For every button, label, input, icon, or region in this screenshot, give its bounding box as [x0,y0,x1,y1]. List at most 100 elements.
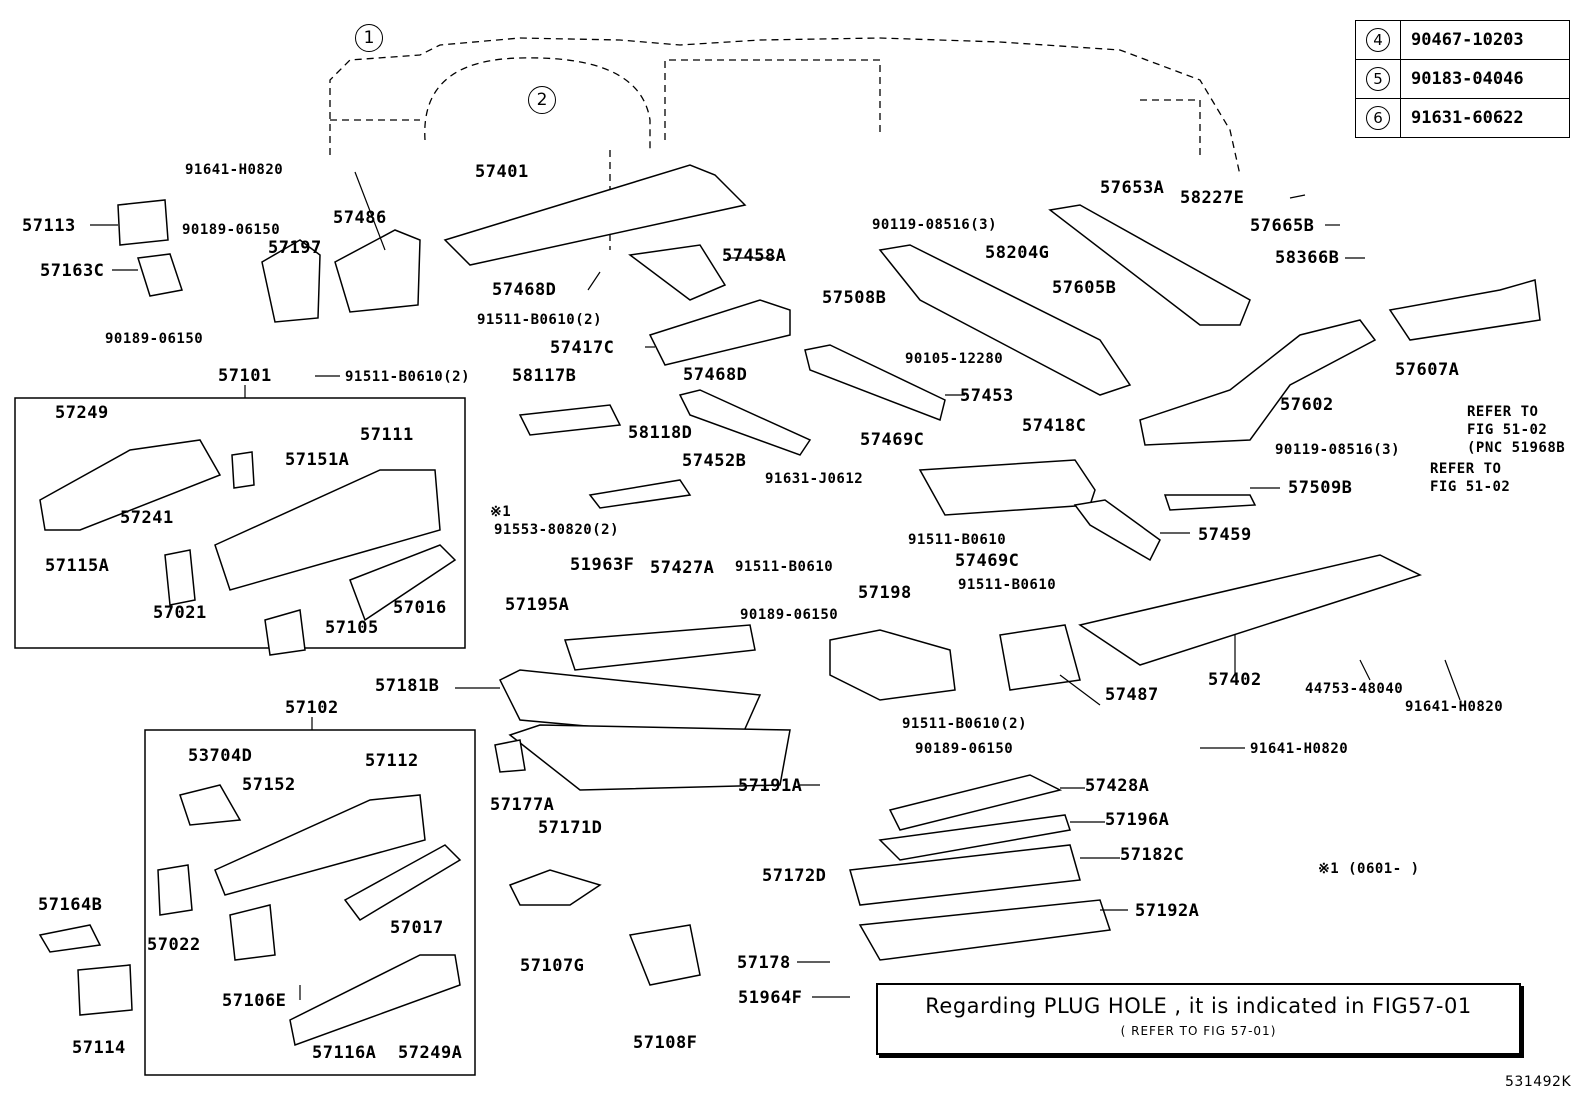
part-label[interactable]: 91511-B0610(2) [902,716,1028,732]
part-label[interactable]: 51963F [570,555,635,575]
part-label[interactable]: 57191A [738,776,803,796]
part-label[interactable]: 57509B [1288,478,1353,498]
part-label[interactable]: 57197 [268,238,322,258]
part-label[interactable]: 57192A [1135,901,1200,921]
part-label[interactable]: 57108F [633,1033,698,1053]
part-label[interactable]: 57107G [520,956,585,976]
part-label[interactable]: 57171D [538,818,603,838]
part-label[interactable]: 90105-12280 [905,351,1004,367]
part-label[interactable]: 57458A [722,246,787,266]
group-label-57102: 57102 [285,698,339,718]
part-label[interactable]: 57196A [1105,810,1170,830]
part-label[interactable]: 57418C [1022,416,1087,436]
part-label[interactable]: 58227E [1180,188,1245,208]
marker-note: ※1 (0601- ) [1318,861,1420,877]
part-label[interactable]: 57468D [492,280,557,300]
part-label[interactable]: 58204G [985,243,1050,263]
rail-57458a [628,244,727,301]
part-label[interactable]: 57178 [737,953,791,973]
part-label[interactable]: 57198 [858,583,912,603]
part-label[interactable]: 91553-80820(2) [494,522,620,538]
part-label[interactable]: 90119-08516(3) [872,217,998,233]
part-label[interactable]: 57151A [285,450,350,470]
part-label[interactable]: 90189-06150 [105,331,204,347]
part-label[interactable]: 57105 [325,618,379,638]
reference-note: (PNC 51968B [1467,440,1566,456]
part-label[interactable]: 57115A [45,556,110,576]
part-label[interactable]: 57116A [312,1043,377,1063]
group-box-57101 [14,397,466,649]
part-label[interactable]: 57486 [333,208,387,228]
part-label[interactable]: 91631-J0612 [765,471,864,487]
part-label[interactable]: 57195A [505,595,570,615]
part-label[interactable]: 57607A [1395,360,1460,380]
part-label[interactable]: 57017 [390,918,444,938]
part-label[interactable]: 57653A [1100,178,1165,198]
part-label[interactable]: 57112 [365,751,419,771]
part-label[interactable]: 57016 [393,598,447,618]
part-label[interactable]: 90189-06150 [740,607,839,623]
part-label[interactable]: 57453 [960,386,1014,406]
part-label[interactable]: 91511-B0610 [958,577,1057,593]
part-label[interactable]: 57021 [153,603,207,623]
part-label[interactable]: 57249 [55,403,109,423]
part-label[interactable]: 57428A [1085,776,1150,796]
part-label[interactable]: 57113 [22,216,76,236]
rail-57402 [1078,554,1422,666]
part-label[interactable]: 57111 [360,425,414,445]
part-label[interactable]: 58118D [628,423,693,443]
part-label[interactable]: 91511-B0610 [735,559,834,575]
part-label[interactable]: 57487 [1105,685,1159,705]
part-label[interactable]: 57241 [120,508,174,528]
part-label[interactable]: 57602 [1280,395,1334,415]
part-label[interactable]: 57114 [72,1038,126,1058]
rail-57509b [1163,494,1257,511]
part-label[interactable]: 57469C [860,430,925,450]
part-label[interactable]: 57152 [242,775,296,795]
bracket-57487 [999,624,1081,691]
part-label[interactable]: 57249A [398,1043,463,1063]
part-label[interactable]: 57163C [40,261,105,281]
part-label[interactable]: 90189-06150 [182,222,281,238]
part-label[interactable]: 44753-48040 [1305,681,1404,697]
part-label[interactable]: 57452B [682,451,747,471]
part-label[interactable]: 57605B [1052,278,1117,298]
part-label[interactable]: 91641-H0820 [1250,741,1349,757]
group-circle-1: 1 [355,24,383,52]
part-label[interactable]: 57401 [475,162,529,182]
part-label[interactable]: 90119-08516(3) [1275,442,1401,458]
part-label[interactable]: 57459 [1198,525,1252,545]
part-label[interactable]: 57469C [955,551,1020,571]
part-label[interactable]: 51964F [738,988,803,1008]
part-label[interactable]: 57106E [222,991,287,1011]
part-label[interactable]: 57665B [1250,216,1315,236]
part-label[interactable]: 57402 [1208,670,1262,690]
part-label[interactable]: 57164B [38,895,103,915]
center-panel-outline [664,59,881,140]
part-label[interactable]: 90189-06150 [915,741,1014,757]
part-label[interactable]: 91641-H0820 [185,162,284,178]
part-label[interactable]: 91641-H0820 [1405,699,1504,715]
part-label[interactable]: 57508B [822,288,887,308]
part-label[interactable]: 53704D [188,746,253,766]
rail-57452b [678,389,812,456]
part-label[interactable]: 57177A [490,795,555,815]
cluster-outline [424,57,651,150]
marker: ※1 [490,504,512,520]
part-label[interactable]: 57022 [147,935,201,955]
part-label[interactable]: 58117B [512,366,577,386]
callout-part: 90183-04046 [1400,59,1570,99]
part-label[interactable]: 57181B [375,676,440,696]
part-label[interactable]: 91511-B0610(2) [477,312,603,328]
callout-row: 6 91631-60622 [1355,98,1570,138]
plate-57113 [117,199,169,246]
group-circle-2: 2 [528,86,556,114]
part-label[interactable]: 57182C [1120,845,1185,865]
part-label[interactable]: 57427A [650,558,715,578]
part-label[interactable]: 58366B [1275,248,1340,268]
part-label[interactable]: 57172D [762,866,827,886]
part-label[interactable]: 91511-B0610 [908,532,1007,548]
part-label[interactable]: 57468D [683,365,748,385]
part-label[interactable]: 91511-B0610(2) [345,369,471,385]
part-label[interactable]: 57417C [550,338,615,358]
